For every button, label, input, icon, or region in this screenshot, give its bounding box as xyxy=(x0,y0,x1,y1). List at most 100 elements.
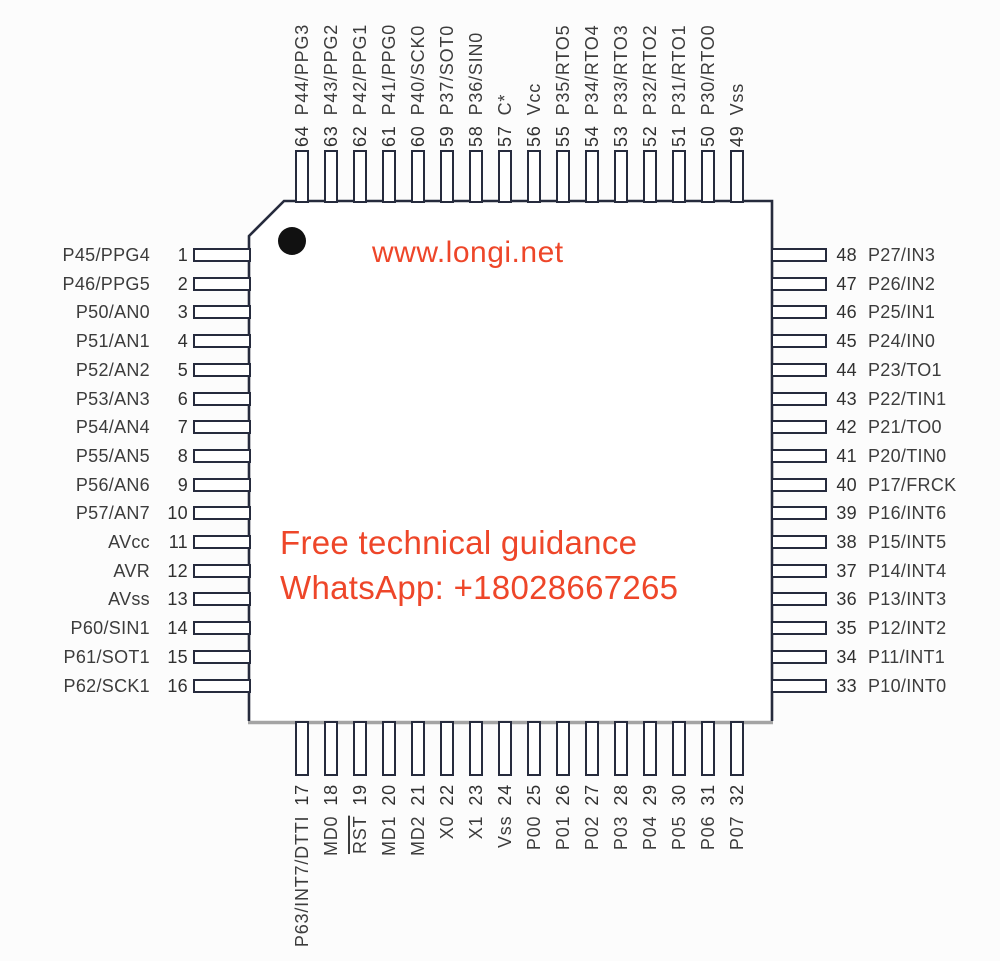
pin-stub-21 xyxy=(410,721,425,776)
pin-row-32: P0732 xyxy=(727,784,747,956)
pin-stub-28 xyxy=(614,721,629,776)
pin-stub-24 xyxy=(497,721,512,776)
pin-number-9: 9 xyxy=(177,474,188,495)
pin-stub-15 xyxy=(193,649,251,664)
pin-number-21: 21 xyxy=(407,784,428,806)
pin-row-25: P0025 xyxy=(524,784,544,956)
pin-stub-25 xyxy=(526,721,541,776)
pin-name-10: P57/AN7 xyxy=(75,503,150,524)
pin-name-60: P40/SCK0 xyxy=(407,24,428,116)
pin-number-35: 35 xyxy=(836,618,857,639)
pin-number-8: 8 xyxy=(177,445,188,466)
pin-number-62: 62 xyxy=(349,125,370,147)
pin-name-47: P26/IN2 xyxy=(868,273,936,294)
pin-number-55: 55 xyxy=(552,125,573,147)
pin-name-59: P37/SOT0 xyxy=(436,24,457,116)
watermark-guidance: Free technical guidance WhatsApp: +18028… xyxy=(280,520,678,610)
pin-number-1: 1 xyxy=(177,245,188,265)
pin-number-13: 13 xyxy=(167,589,188,610)
pin-stub-42 xyxy=(771,420,827,435)
watermark-guidance-line2: WhatsApp: +18028667265 xyxy=(280,569,679,606)
pin-row-29: P0429 xyxy=(640,784,660,956)
pin-name-40: P17/FRCK xyxy=(868,474,957,495)
pin1-indicator-dot xyxy=(278,227,306,255)
pin-stub-4 xyxy=(193,334,251,349)
pin-number-50: 50 xyxy=(698,125,719,147)
pin-name-8: P55/AN5 xyxy=(75,445,150,466)
pin-number-23: 23 xyxy=(465,784,486,806)
pin-number-10: 10 xyxy=(167,503,188,524)
pin-stub-16 xyxy=(193,678,251,693)
pin-number-48: 48 xyxy=(836,245,857,265)
pin-number-18: 18 xyxy=(320,784,341,806)
pin-stub-26 xyxy=(555,721,570,776)
pin-row-22: X022 xyxy=(437,784,457,956)
pin-stub-61 xyxy=(381,150,396,203)
pin-number-56: 56 xyxy=(523,125,544,147)
pin-number-59: 59 xyxy=(436,125,457,147)
pin-number-45: 45 xyxy=(836,331,857,352)
pin-name-53: P33/RTO3 xyxy=(611,24,632,116)
pin-stub-53 xyxy=(614,150,629,203)
pin-name-26: P01 xyxy=(552,815,573,851)
pin-stub-52 xyxy=(643,150,658,203)
pin-stub-30 xyxy=(672,721,687,776)
pin-number-42: 42 xyxy=(836,417,857,438)
pin-stub-38 xyxy=(771,535,827,549)
pin-number-31: 31 xyxy=(698,784,719,806)
pin-row-26: P0126 xyxy=(553,784,573,956)
pin-row-19: RST19 xyxy=(350,784,370,956)
pin-name-20: MD1 xyxy=(378,815,399,857)
pin-number-28: 28 xyxy=(611,784,632,806)
pin-number-25: 25 xyxy=(523,784,544,806)
pin-stub-33 xyxy=(771,678,827,693)
pin-name-58: P36/SIN0 xyxy=(465,31,486,116)
pin-name-28: P03 xyxy=(611,815,632,851)
pin-row-51: 51P31/RTO1 xyxy=(669,7,689,147)
pin-number-53: 53 xyxy=(611,125,632,147)
pin-number-36: 36 xyxy=(836,589,857,610)
pin-number-12: 12 xyxy=(167,560,188,581)
pin-row-55: 55P35/RTO5 xyxy=(553,7,573,147)
pin-row-9: P56/AN6 9 xyxy=(0,474,188,496)
pin-row-64: 64P44/PPG3 xyxy=(292,7,312,147)
pin-name-7: P54/AN4 xyxy=(75,417,150,438)
pin-name-9: P56/AN6 xyxy=(75,474,150,495)
pin-name-12: AVR xyxy=(113,560,150,581)
pin-number-44: 44 xyxy=(836,359,857,380)
pin-row-27: P0227 xyxy=(582,784,602,956)
pin-stub-2 xyxy=(193,276,251,291)
pin-row-63: 63P43/PPG2 xyxy=(321,7,341,147)
pin-row-20: MD120 xyxy=(379,784,399,956)
pin-stub-60 xyxy=(410,150,425,203)
pin-name-45: P24/IN0 xyxy=(868,331,936,352)
pin-name-54: P34/RTO4 xyxy=(582,24,602,116)
pin-name-41: P20/TIN0 xyxy=(868,445,947,466)
pin-name-62: P42/PPG1 xyxy=(349,23,370,116)
pin-row-30: P0530 xyxy=(669,784,689,956)
pin-row-45: 45 P24/IN0 xyxy=(833,330,935,352)
pin-row-61: 61P41/PPG0 xyxy=(379,7,399,147)
pin-number-11: 11 xyxy=(168,532,188,552)
pin-row-18: MD018 xyxy=(321,784,341,956)
pin-name-42: P21/TO0 xyxy=(868,417,942,438)
pin-stub-35 xyxy=(771,621,827,636)
pin-stub-1 xyxy=(193,248,251,262)
pin-number-38: 38 xyxy=(836,532,857,552)
pin-name-16: P62/SCK1 xyxy=(63,675,150,696)
chip-body xyxy=(249,201,772,721)
pin-stub-39 xyxy=(771,506,827,521)
pin-row-56: 56Vcc xyxy=(524,7,544,147)
pin-name-5: P52/AN2 xyxy=(75,359,150,380)
